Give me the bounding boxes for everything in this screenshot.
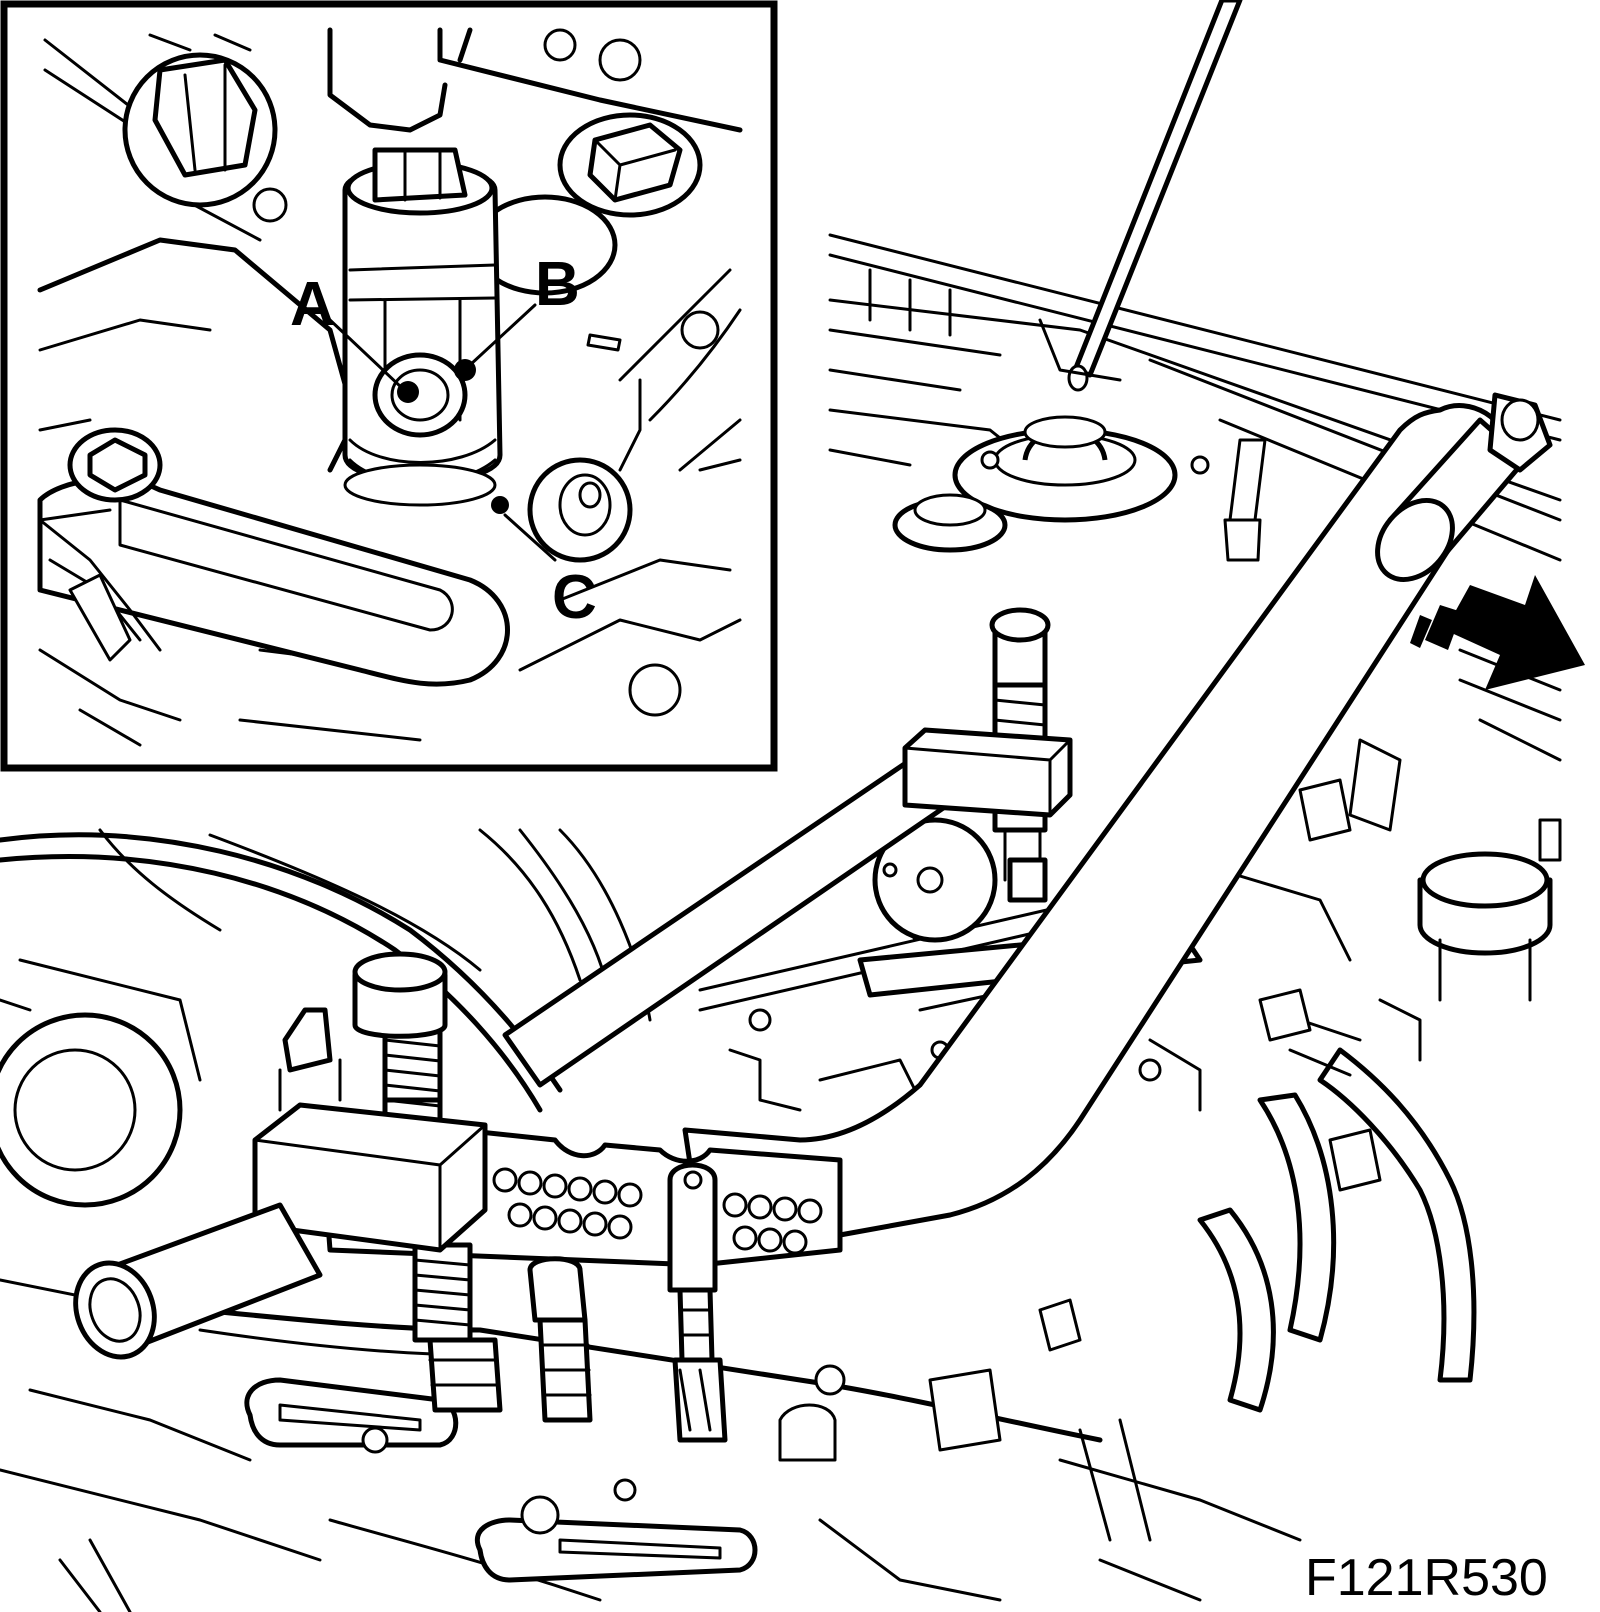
inset-hex-bolt [122, 52, 278, 208]
bottom-slotted-bracket [244, 1377, 758, 1583]
direction-arrow [1410, 575, 1585, 690]
plate-hole-pattern [492, 1167, 823, 1255]
inset-center-bolt [342, 147, 618, 507]
inset-bolt-c [527, 457, 633, 563]
pin-tools [527, 1162, 728, 1443]
callout-leaders [328, 303, 557, 562]
upper-clamp-block [902, 607, 1073, 903]
reservoir-cap [1417, 851, 1553, 1002]
callout-label-b: B [535, 250, 580, 319]
pointer-rod [1038, 0, 1243, 392]
callout-label-a: A [290, 270, 335, 339]
callout-label-c: C [552, 563, 597, 632]
tool-lever-bar [682, 392, 1553, 1238]
inset-detail-panel: A B C [0, 0, 778, 772]
inset-border [0, 0, 778, 772]
left-clamp-block [73, 951, 503, 1413]
figure-reference-code: F121R530 [1305, 1549, 1548, 1607]
engine-background [0, 233, 1562, 1612]
strut-dome [952, 415, 1210, 523]
